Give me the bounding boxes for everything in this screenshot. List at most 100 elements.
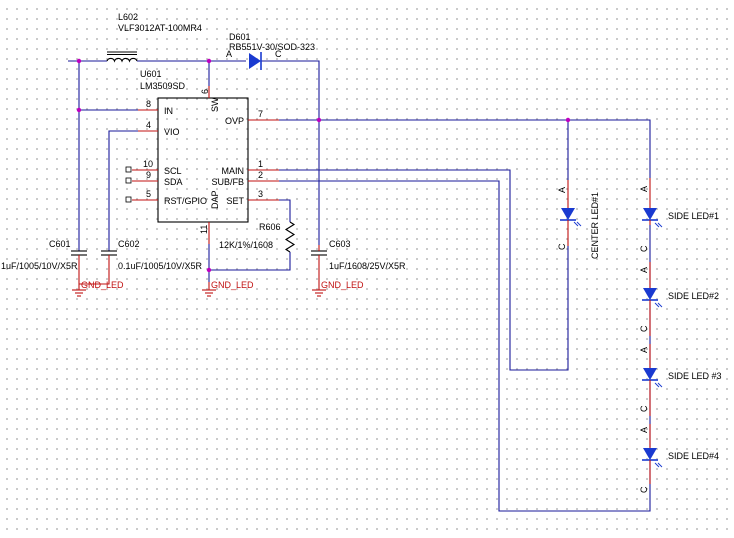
pin-vio-name: VIO <box>164 127 180 137</box>
inductor-value: VLF3012AT-100MR4 <box>118 23 202 33</box>
scl-port-box <box>125 166 132 173</box>
sda-port-box <box>125 177 132 184</box>
junctions <box>76 58 571 273</box>
c601-ref: C601 <box>49 239 71 249</box>
ground-c603: GND_LED <box>312 280 364 297</box>
cap-lead <box>79 255 110 285</box>
inductor-coil <box>106 57 138 63</box>
c601-value: 1uF/1005/10V/X5R <box>1 261 78 271</box>
junction-dot <box>565 117 571 123</box>
pin-sw-num: 6 <box>200 89 210 94</box>
pin-in-num: 8 <box>146 99 151 109</box>
resistor-ref: R606 <box>259 222 281 232</box>
led-emission-arrows <box>573 221 582 227</box>
side-led-3-cathode: C <box>639 405 649 412</box>
diode-value: RB551V-30/SOD-323 <box>229 42 315 52</box>
ground-c601: GND_LED <box>72 280 124 297</box>
capacitor-c603: C603 1uF/1608/25V/X5R <box>311 239 406 290</box>
diode-d601: D601 RB551V-30/SOD-323 A C <box>226 32 315 70</box>
pin-rst-name: RST/GPIO <box>164 196 207 206</box>
junction-dot <box>76 107 82 113</box>
side-led-4-anode: A <box>639 427 649 433</box>
ic-body <box>157 97 249 223</box>
ic-u601: U601 LM3509SD 8 4 10 9 5 IN VIO SCL SDA … <box>125 69 279 244</box>
gnd-label: GND_LED <box>321 280 364 290</box>
capacitor-c602: C602 0.1uF/1005/10V/X5R <box>79 239 203 285</box>
c603-ref: C603 <box>329 239 351 249</box>
led-emission-arrows <box>654 382 663 388</box>
led-emission-arrows <box>654 302 663 308</box>
net-vin <box>78 61 138 251</box>
inductor-l602: L602 VLF3012AT-100MR4 <box>106 12 202 63</box>
pin-sda-num: 9 <box>146 170 151 180</box>
ic-value: LM3509SD <box>140 81 186 91</box>
c602-ref: C602 <box>118 239 140 249</box>
led-triangle <box>643 208 657 220</box>
net-vio <box>108 130 138 251</box>
led-emission-arrows <box>654 222 663 228</box>
side-led-1-cathode: C <box>639 245 649 252</box>
led-triangle <box>561 208 575 220</box>
side-led-4-cathode: C <box>639 486 649 493</box>
side-led-1-name: SIDE LED#1 <box>668 211 719 221</box>
side-led-3-name: SIDE LED #3 <box>668 371 722 381</box>
capacitor-c601: C601 1uF/1005/10V/X5R <box>1 239 87 290</box>
pin-set-num: 3 <box>258 189 263 199</box>
pin-ovp-name: OVP <box>225 116 244 126</box>
diode-anode-label: A <box>226 49 232 59</box>
net-top-rail <box>68 60 320 120</box>
side-led-1-anode: A <box>639 186 649 192</box>
junction-dot <box>206 58 212 64</box>
diode-cathode-label: C <box>275 49 282 59</box>
pin-main-num: 1 <box>258 159 263 169</box>
center-led: A C CENTER LED#1 <box>557 180 600 259</box>
inductor-ref: L602 <box>118 12 138 22</box>
rst-port-box <box>125 196 132 203</box>
pin-sub-name: SUB/FB <box>211 177 244 187</box>
center-led-anode: A <box>557 187 567 193</box>
c603-value: 1uF/1608/25V/X5R <box>329 261 406 271</box>
c602-value: 0.1uF/1005/10V/X5R <box>118 261 203 271</box>
side-led-4-name: SIDE LED#4 <box>668 451 719 461</box>
net-set <box>209 199 291 271</box>
center-led-cathode: C <box>557 243 567 250</box>
pin-sub-num: 2 <box>258 170 263 180</box>
diode-ref: D601 <box>229 32 251 42</box>
net-sub <box>279 180 651 512</box>
junction-dot <box>76 58 82 64</box>
ic-ref: U601 <box>140 69 162 79</box>
ground-ic: GND_LED <box>202 280 254 297</box>
led-triangle <box>643 448 657 460</box>
diode-triangle <box>249 53 261 69</box>
pin-scl-num: 10 <box>143 159 153 169</box>
resistor-zigzag <box>284 221 296 253</box>
pin-dap-name: DAP <box>210 190 220 209</box>
gnd-label: GND_LED <box>211 280 254 290</box>
led-emission-arrows <box>654 462 663 468</box>
pin-dap-num: 11 <box>199 225 209 234</box>
side-led-2: A C SIDE LED#2 <box>639 262 719 336</box>
pin-ovp-num: 7 <box>258 109 263 119</box>
led-triangle <box>643 368 657 380</box>
wires <box>68 60 651 512</box>
pin-rst-num: 5 <box>146 189 151 199</box>
side-led-3: A C SIDE LED #3 <box>639 344 722 416</box>
pin-in-name: IN <box>164 106 173 116</box>
resistor-value: 12K/1%/1608 <box>219 240 273 250</box>
resistor-r606: R606 12K/1%/1608 <box>219 221 296 253</box>
gnd-label: GND_LED <box>81 280 124 290</box>
net-main <box>279 169 569 371</box>
pin-sda-name: SDA <box>164 177 183 187</box>
center-led-name: CENTER LED#1 <box>590 192 600 259</box>
pin-vio-num: 4 <box>146 120 151 130</box>
led-triangle <box>643 288 657 300</box>
pin-main-name: MAIN <box>222 166 245 176</box>
junction-dot <box>206 267 212 273</box>
junction-dot <box>316 117 322 123</box>
side-led-1: A C SIDE LED#1 <box>639 178 719 252</box>
net-ovp <box>279 119 651 178</box>
side-led-2-name: SIDE LED#2 <box>668 291 719 301</box>
pin-scl-name: SCL <box>164 166 182 176</box>
pin-sw-name: SW <box>210 97 220 112</box>
